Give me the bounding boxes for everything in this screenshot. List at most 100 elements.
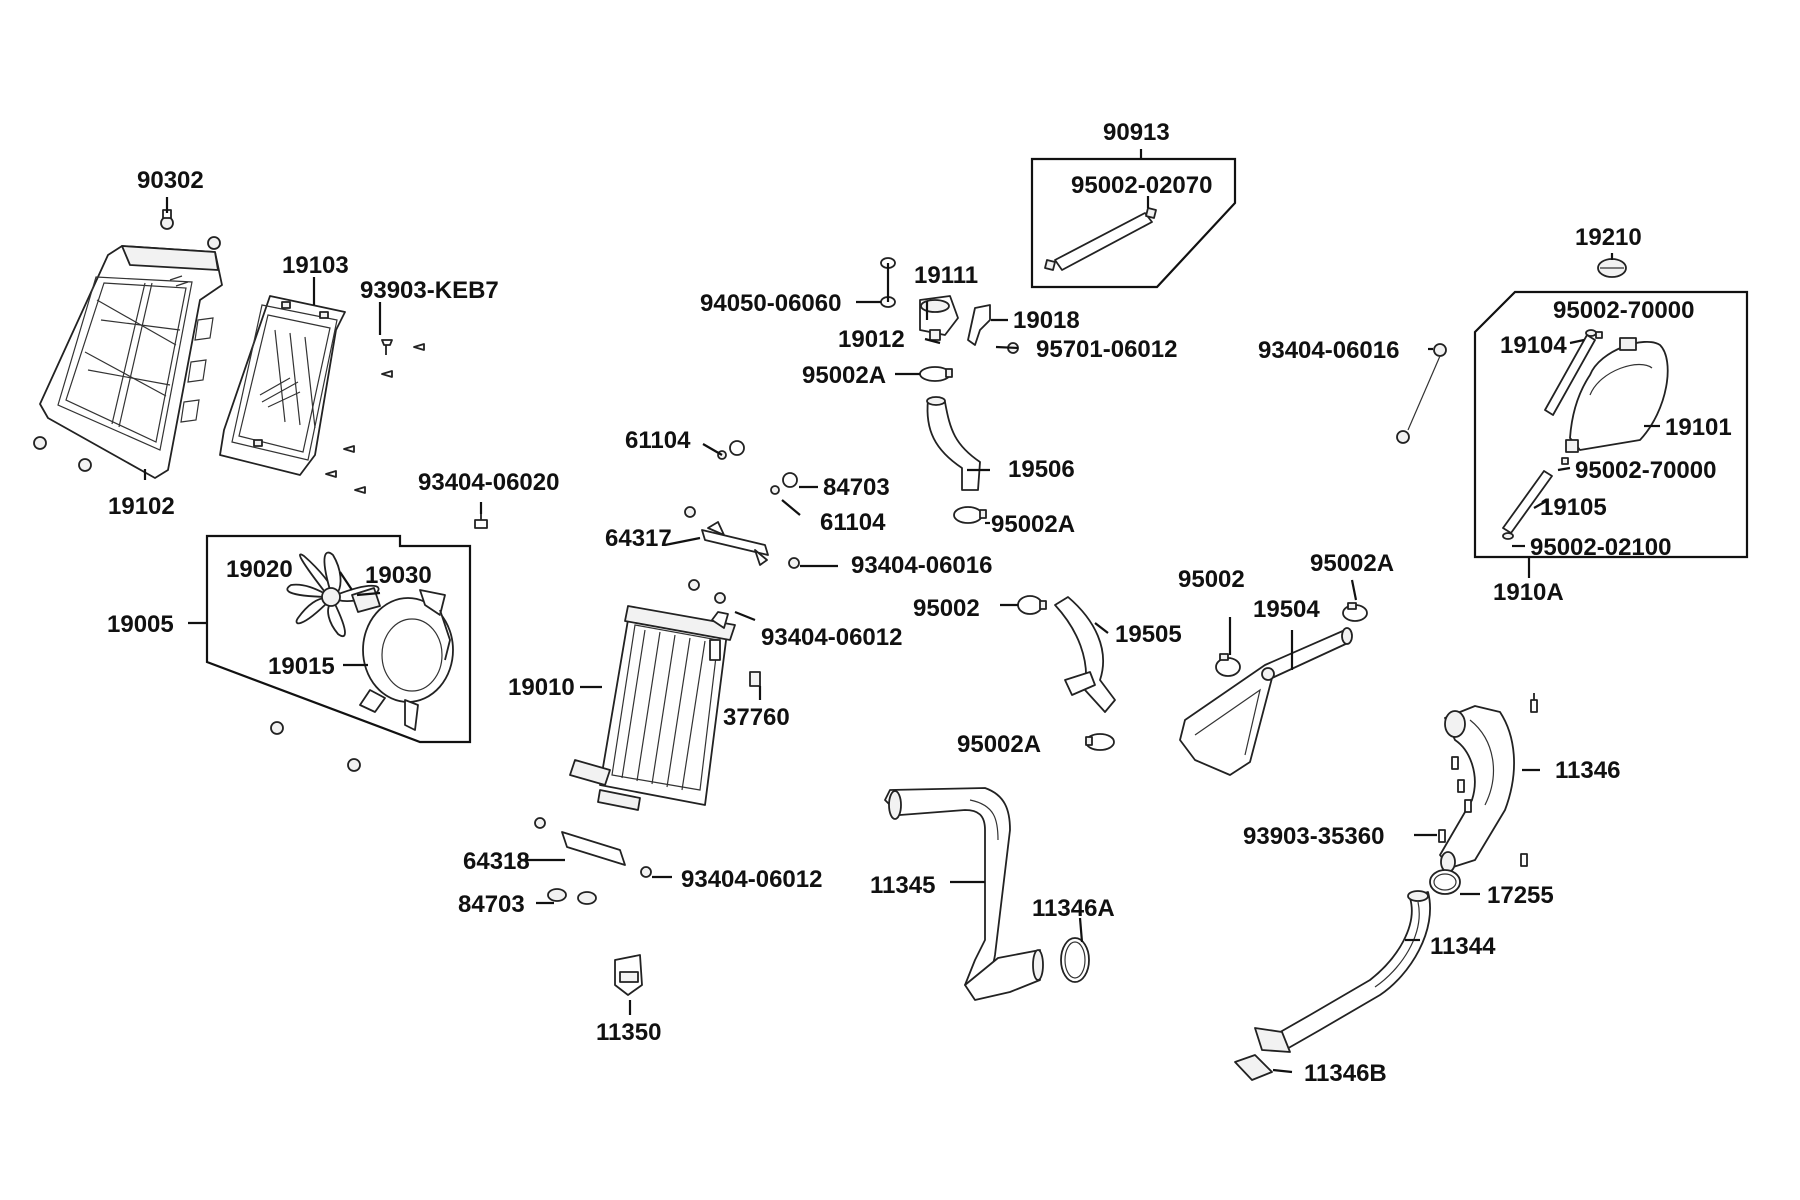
screws-93903-35360 <box>1438 693 1538 867</box>
radiator-cap-37760 <box>749 671 761 687</box>
label-61104-2: 61104 <box>820 509 886 536</box>
label-11346b: 11346B <box>1304 1060 1387 1087</box>
label-64318: 64318 <box>463 848 530 875</box>
label-64317: 64317 <box>605 525 672 552</box>
hose-11345 <box>884 787 1044 1001</box>
clamp-95002a-upper <box>919 366 953 382</box>
hose-19105 <box>1502 470 1553 540</box>
label-93404-06016-2: 93404-06016 <box>1258 337 1399 364</box>
thermostat-housing-19111 <box>919 295 959 341</box>
label-11346a: 11346A <box>1032 895 1115 922</box>
leader-lines <box>143 149 1660 1074</box>
hose-kit-group-box <box>1030 157 1237 289</box>
label-19504: 19504 <box>1253 596 1320 623</box>
bracket-19018 <box>967 304 991 346</box>
label-95002-70000-2: 95002-70000 <box>1575 457 1716 484</box>
label-84703-2: 84703 <box>458 891 525 918</box>
label-95002-02100: 95002-02100 <box>1530 534 1671 561</box>
label-19102: 19102 <box>108 493 175 520</box>
label-90913: 90913 <box>1103 119 1170 146</box>
label-95701-06012: 95701-06012 <box>1036 336 1177 363</box>
label-19012: 19012 <box>838 326 905 353</box>
bolt-shroud-top <box>207 236 221 250</box>
label-95002a-2: 95002A <box>991 511 1075 538</box>
label-11350: 11350 <box>596 1019 661 1046</box>
sensor-11350 <box>614 954 643 996</box>
label-17255: 17255 <box>1487 882 1554 909</box>
fan-screw-2 <box>347 758 361 772</box>
label-61104-1: 61104 <box>625 427 691 454</box>
grommet-84703-lower <box>547 888 597 905</box>
clamp-17255 <box>1429 869 1461 895</box>
label-19103: 19103 <box>282 252 349 279</box>
bracket-64317 <box>684 506 800 569</box>
clamp-11346a <box>1060 937 1090 983</box>
reservoir-group-box <box>1473 290 1749 559</box>
bolt-93404-06020 <box>474 514 488 529</box>
clamp-95002a-right <box>1342 602 1368 622</box>
label-93404-06020: 93404-06020 <box>418 469 559 496</box>
clamp-95002a-lower <box>1085 733 1115 751</box>
radiator-shroud-part <box>39 245 223 479</box>
clamp-95002-left <box>1017 595 1047 615</box>
grommet-61104-84703 <box>717 440 798 495</box>
part-labels: 90302 19103 93903-KEB7 19102 93404-06020… <box>107 119 1732 1087</box>
label-95002-02070: 95002-02070 <box>1071 172 1212 199</box>
pipe-11346 <box>1439 705 1515 873</box>
label-90302: 90302 <box>137 167 204 194</box>
label-93404-06012-1: 93404-06012 <box>761 624 902 651</box>
reservoir-cap-19210 <box>1597 258 1627 278</box>
bolt-90302 <box>160 209 174 230</box>
hose-kit-tube <box>1044 207 1157 271</box>
clip-95002-70000 <box>1561 331 1603 465</box>
radiator-screen-part <box>219 295 346 476</box>
fan-shroud-part <box>359 589 454 731</box>
label-93404-06016-1: 93404-06016 <box>851 552 992 579</box>
label-95002-70000-1: 95002-70000 <box>1553 297 1694 324</box>
bolt-shroud-bottom <box>78 458 92 472</box>
label-37760: 37760 <box>723 704 790 731</box>
label-11345: 11345 <box>870 872 935 899</box>
fan-screw-1 <box>270 721 284 735</box>
label-19104: 19104 <box>1500 332 1567 359</box>
clamp-95002a-mid <box>953 506 987 524</box>
label-19020: 19020 <box>226 556 293 583</box>
label-94050-06060: 94050-06060 <box>700 290 841 317</box>
reservoir-tank-19101 <box>1565 337 1669 453</box>
hose-19505 <box>1054 596 1116 713</box>
hose-19104 <box>1544 329 1597 416</box>
label-93903-35360: 93903-35360 <box>1243 823 1384 850</box>
label-93404-06012-2: 93404-06012 <box>681 866 822 893</box>
label-19018: 19018 <box>1013 307 1080 334</box>
label-19505: 19505 <box>1115 621 1182 648</box>
hose-19506 <box>926 396 981 491</box>
label-95002a-1: 95002A <box>802 362 886 389</box>
label-19005: 19005 <box>107 611 174 638</box>
label-19506: 19506 <box>1008 456 1075 483</box>
label-19010: 19010 <box>508 674 575 701</box>
clamp-95002-right <box>1215 653 1241 677</box>
label-93903-keb7: 93903-KEB7 <box>360 277 499 304</box>
radiator-core-part <box>569 605 736 811</box>
label-95002a-4: 95002A <box>957 731 1041 758</box>
pipe-19504 <box>1179 627 1353 776</box>
label-19015: 19015 <box>268 653 335 680</box>
bolt-shroud-left <box>33 436 47 450</box>
label-19111: 19111 <box>914 262 978 289</box>
fan-assembly-group-box <box>205 534 472 744</box>
bracket-64318 <box>534 817 652 878</box>
label-95002a-3: 95002A <box>1310 550 1394 577</box>
label-19101: 19101 <box>1665 414 1732 441</box>
hose-11344 <box>1254 890 1431 1053</box>
label-95002-1: 95002 <box>1178 566 1245 593</box>
label-19030: 19030 <box>365 562 432 589</box>
label-11344: 11344 <box>1430 933 1496 960</box>
bolt-93404-06016-right <box>1396 343 1447 444</box>
screw-93903-keb7 <box>325 339 425 494</box>
label-95002-2: 95002 <box>913 595 980 622</box>
label-19105: 19105 <box>1540 494 1607 521</box>
label-11346: 11346 <box>1555 757 1620 784</box>
label-84703-1: 84703 <box>823 474 890 501</box>
screw-93404-06012-top <box>688 579 726 604</box>
